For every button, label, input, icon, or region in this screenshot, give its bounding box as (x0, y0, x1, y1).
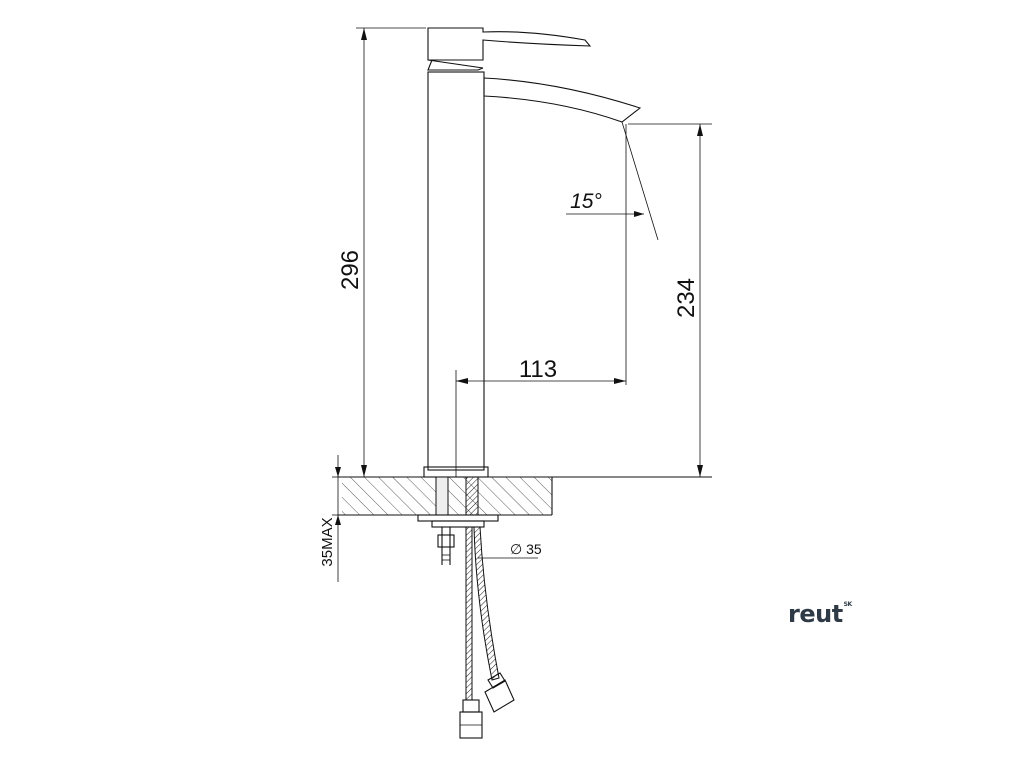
brand-suffix: SK (843, 601, 852, 608)
mounting-hardware (417, 476, 515, 739)
brand-name: reut (788, 600, 843, 628)
dimension-deck-thickness: 35MAX (319, 455, 344, 582)
spout-angle-label: 15° (570, 190, 602, 213)
dimension-spout-reach: 113 (455, 124, 627, 477)
dimension-mount-diameter: ∅ 35 (478, 541, 542, 559)
dimension-total-height: 296 (337, 27, 426, 477)
mount-diameter-label: ∅ 35 (510, 541, 542, 557)
spout-reach-label: 113 (519, 356, 557, 383)
spout-height-label: 234 (673, 278, 700, 318)
brand-logo: reutSK (788, 600, 852, 628)
total-height-label: 296 (337, 250, 364, 290)
deck-thickness-label: 35MAX (319, 517, 336, 566)
countertop-section (338, 476, 712, 516)
dimension-spout-angle: 15° (566, 121, 659, 241)
dimension-spout-height: 234 (628, 123, 712, 477)
